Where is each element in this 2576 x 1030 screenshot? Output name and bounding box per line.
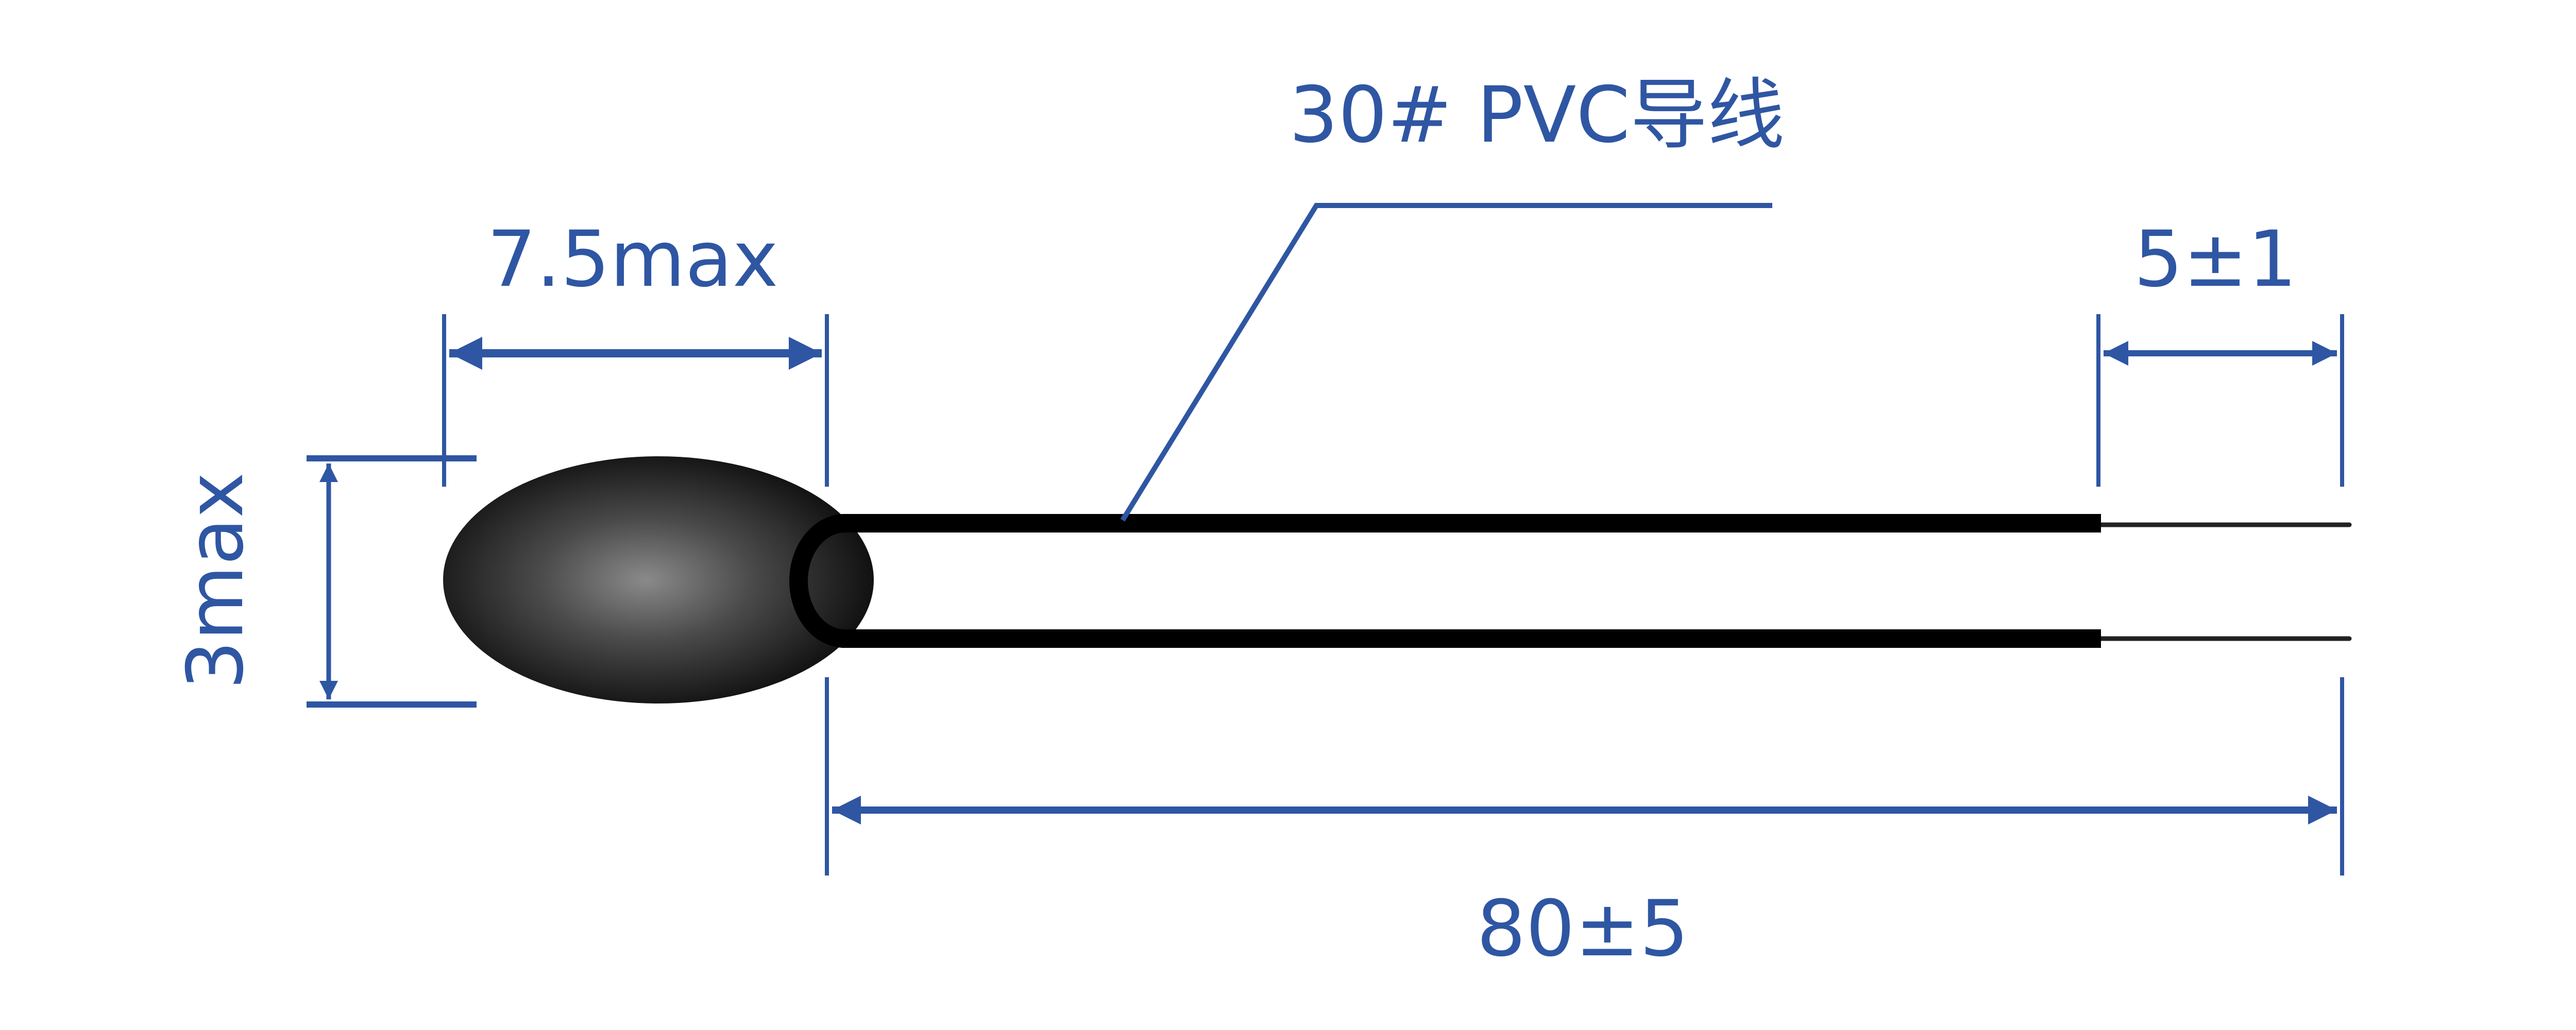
- bead-diameter-label: 3max: [171, 472, 261, 690]
- stripped-length-label: 5±1: [2134, 215, 2297, 304]
- lead-length-dimension: 80±5: [825, 677, 2344, 974]
- bead-diameter-dimension: 3max: [171, 455, 477, 708]
- stripped-length-dimension: 5±1: [2096, 215, 2344, 487]
- wire-spec-callout: 30# PVC导线: [1120, 71, 1785, 522]
- bead-length-dimension: 7.5max: [442, 215, 829, 487]
- wire-spec-label: 30# PVC导线: [1289, 71, 1785, 160]
- epoxy-bead: [443, 456, 874, 703]
- leader-line: [1120, 203, 1772, 522]
- bead-length-label: 7.5max: [487, 215, 778, 304]
- lead-length-label: 80±5: [1477, 884, 1689, 974]
- wire-loop-overlay: [789, 514, 876, 648]
- stripped-wire-ends: [2094, 522, 2352, 641]
- pvc-insulated-leads: [789, 514, 2101, 648]
